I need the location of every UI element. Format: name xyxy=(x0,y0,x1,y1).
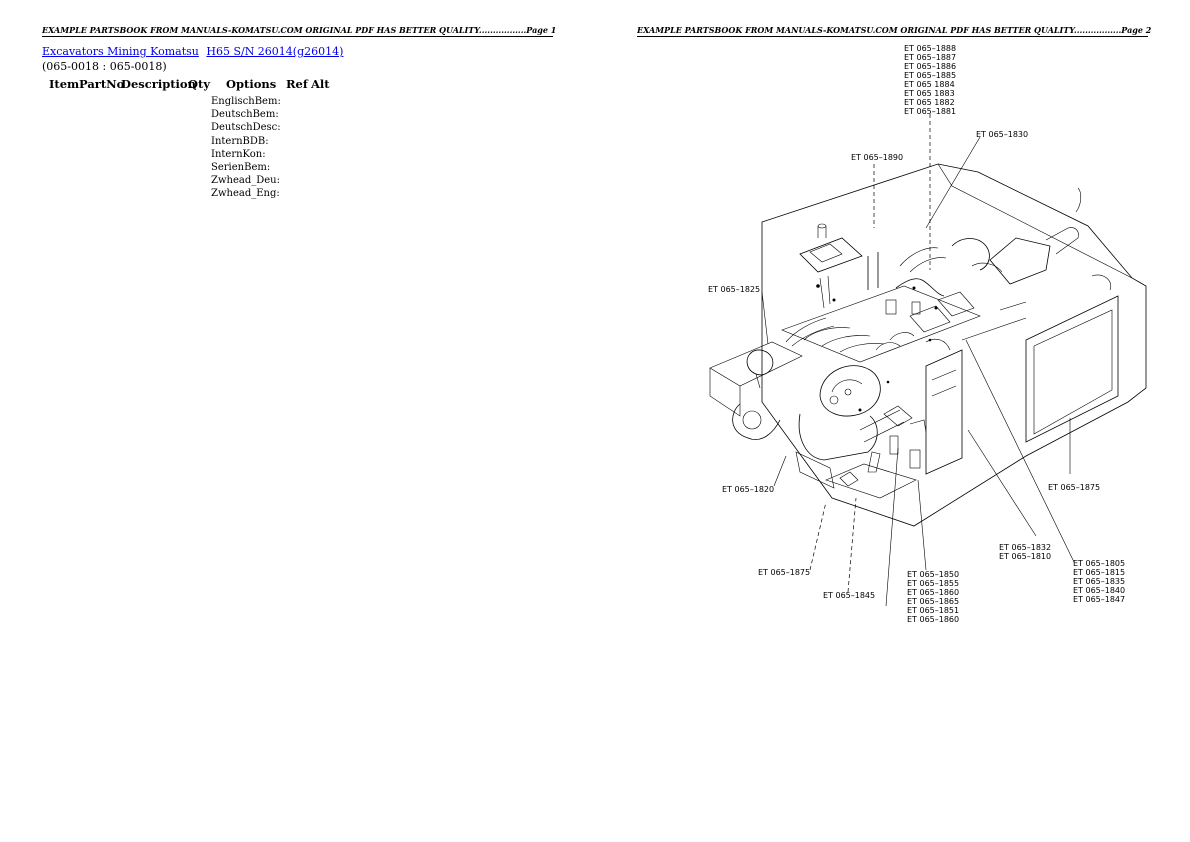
field-deutschdesc: DeutschDesc: xyxy=(211,122,281,134)
page-header-left: EXAMPLE PARTSBOOK FROM MANUALS-KOMATSU.C… xyxy=(42,25,557,37)
breadcrumb-link-model[interactable]: H65 S/N 26014(g26014) xyxy=(206,45,344,58)
part-range: (065-0018 : 065-0018) xyxy=(42,60,167,73)
col-item: Item xyxy=(49,77,80,91)
field-serienbem: SerienBem: xyxy=(211,162,271,174)
page-header-right: EXAMPLE PARTSBOOK FROM MANUALS-KOMATSU.C… xyxy=(637,25,1152,37)
callout-group-1805: ET 065–1805 ET 065–1815 ET 065–1835 ET 0… xyxy=(1073,559,1125,604)
col-qty: Qty xyxy=(188,77,211,91)
callout-label: ET 065–1890 xyxy=(851,153,903,162)
callout-label: ET 065–1855 xyxy=(907,579,959,588)
callout-label: ET 065–1820 xyxy=(722,485,774,494)
callout-label: ET 065–1875 xyxy=(758,568,810,577)
breadcrumb-link-category[interactable]: Excavators Mining Komatsu xyxy=(42,45,199,58)
callout-label: ET 065 1883 xyxy=(904,89,955,98)
callout-label: ET 065–1875 xyxy=(1048,483,1100,492)
callout-group-top: ET 065–1888 ET 065–1887 ET 065–1886 ET 0… xyxy=(904,44,956,116)
callout-label: ET 065–1805 xyxy=(1073,559,1125,568)
callout-label: ET 065–1810 xyxy=(999,552,1051,561)
callout-label: ET 065–1847 xyxy=(1073,595,1125,604)
field-zwhead-eng: Zwhead_Eng: xyxy=(211,188,280,200)
field-list: EnglischBem: DeutschBem: DeutschDesc: In… xyxy=(211,95,281,201)
callout-label: ET 065 1882 xyxy=(904,98,955,107)
callout-label: ET 065–1860 xyxy=(907,615,959,624)
callout-label: ET 065–1886 xyxy=(904,62,956,71)
callout-label: ET 065–1830 xyxy=(976,130,1028,139)
callout-label: ET 065–1887 xyxy=(904,53,956,62)
field-internbdb: InternBDB: xyxy=(211,135,269,147)
callout-group-1832: ET 065–1832 ET 065–1810 xyxy=(999,543,1051,561)
field-englischbem: EnglischBem: xyxy=(211,96,281,107)
field-zwhead-deu: Zwhead_Deu: xyxy=(211,175,280,187)
col-options: Options xyxy=(226,77,277,91)
callout-label: ET 065–1885 xyxy=(904,71,956,80)
callout-label: ET 065–1825 xyxy=(708,285,760,294)
callout-label: ET 065–1888 xyxy=(904,44,956,53)
callout-label: ET 065–1860 xyxy=(907,588,959,597)
col-description: Description xyxy=(121,77,196,91)
callout-label: ET 065 1884 xyxy=(904,80,955,89)
callout-label: ET 065–1832 xyxy=(999,543,1051,552)
callout-label: ET 065–1840 xyxy=(1073,586,1125,595)
parts-diagram: ET 065–1888 ET 065–1887 ET 065–1886 ET 0… xyxy=(708,44,1147,624)
callout-label: ET 065–1815 xyxy=(1073,568,1125,577)
callout-label: ET 065–1835 xyxy=(1073,577,1125,586)
callout-label: ET 065–1845 xyxy=(823,591,875,600)
col-alt: Alt xyxy=(311,77,330,91)
col-partno: PartNo xyxy=(79,77,125,91)
breadcrumb: Excavators Mining Komatsu H65 S/N 26014(… xyxy=(42,45,347,58)
col-ref: Ref xyxy=(286,77,308,91)
callout-label: ET 065–1865 xyxy=(907,597,959,606)
callout-leaders xyxy=(761,114,1075,607)
callout-label: ET 065–1850 xyxy=(907,570,959,579)
callout-label: ET 065–1851 xyxy=(907,606,959,615)
machine-drawing xyxy=(709,163,1147,527)
field-internkon: InternKon: xyxy=(211,148,266,160)
field-deutschbem: DeutschBem: xyxy=(211,109,279,121)
callout-group-1850: ET 065–1850 ET 065–1855 ET 065–1860 ET 0… xyxy=(907,570,959,624)
callout-label: ET 065–1881 xyxy=(904,107,956,116)
